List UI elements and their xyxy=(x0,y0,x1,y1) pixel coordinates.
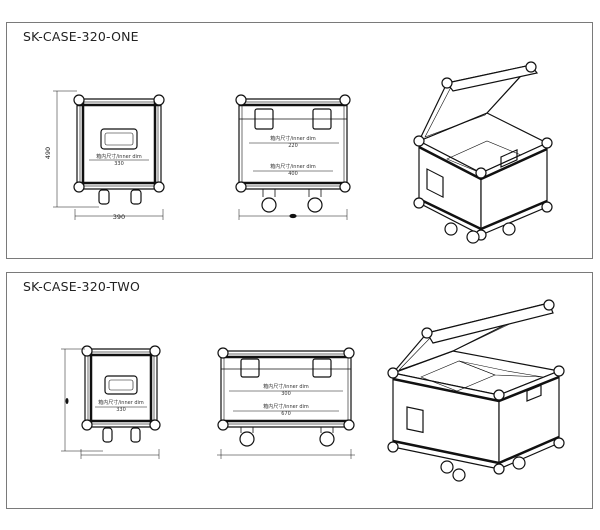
side-view-case xyxy=(235,94,351,193)
front-inner-dim-label: 箱内尺寸/inner dim xyxy=(96,153,142,160)
front-view-case xyxy=(81,345,161,431)
front-inner-dim-value: 330 xyxy=(116,407,126,413)
side-dimension-center-mark xyxy=(289,213,297,219)
side-inner-dim-label-bottom: 箱内尺寸/inner dim xyxy=(263,403,309,410)
side-dimension-lines xyxy=(217,449,355,459)
product-panel-one: SK-CASE-320-ONE xyxy=(6,22,593,259)
isometric-view-wheels xyxy=(440,456,526,482)
drawing-sheet-two: 箱内尺寸/inner dim 330 箱内尺寸/inner dim 300 箱内… xyxy=(61,299,565,482)
side-view-case xyxy=(217,347,355,431)
isometric-view-case xyxy=(387,299,565,475)
side-view-wheels xyxy=(239,427,335,447)
product-panel-two: SK-CASE-320-TWO xyxy=(6,272,593,509)
front-inner-dim-value: 330 xyxy=(114,161,124,167)
front-dimension-lines xyxy=(53,90,164,220)
product-title: SK-CASE-320-TWO xyxy=(23,279,141,294)
side-inner-dim-label-top: 箱内尺寸/inner dim xyxy=(270,135,316,142)
front-width-dimension: 390 xyxy=(113,213,125,221)
side-inner-dim-bottom: 670 xyxy=(281,411,291,417)
drawing-sheet-one: 490 390 箱内尺寸/inner dim 330 箱内尺寸/inner di… xyxy=(44,61,553,244)
side-inner-dim-bottom: 400 xyxy=(288,171,298,177)
front-height-dimension: 490 xyxy=(44,147,52,159)
side-inner-dim-label-top: 箱内尺寸/inner dim xyxy=(263,383,309,390)
front-view-wheels xyxy=(98,189,142,205)
side-inner-dim-top: 300 xyxy=(281,391,291,397)
isometric-view-wheels xyxy=(444,222,516,244)
side-inner-dim-top: 220 xyxy=(288,143,298,149)
side-view-wheels xyxy=(261,189,323,213)
front-dimension-lines xyxy=(61,348,160,459)
product-title: SK-CASE-320-ONE xyxy=(23,29,139,44)
side-inner-dim-label-bottom: 箱内尺寸/inner dim xyxy=(270,163,316,170)
front-view-wheels xyxy=(102,427,141,443)
isometric-view-case xyxy=(413,61,553,241)
front-inner-dim-label: 箱内尺寸/inner dim xyxy=(98,399,144,406)
front-dimension-center-mark xyxy=(65,398,69,404)
front-view-case xyxy=(73,94,165,193)
